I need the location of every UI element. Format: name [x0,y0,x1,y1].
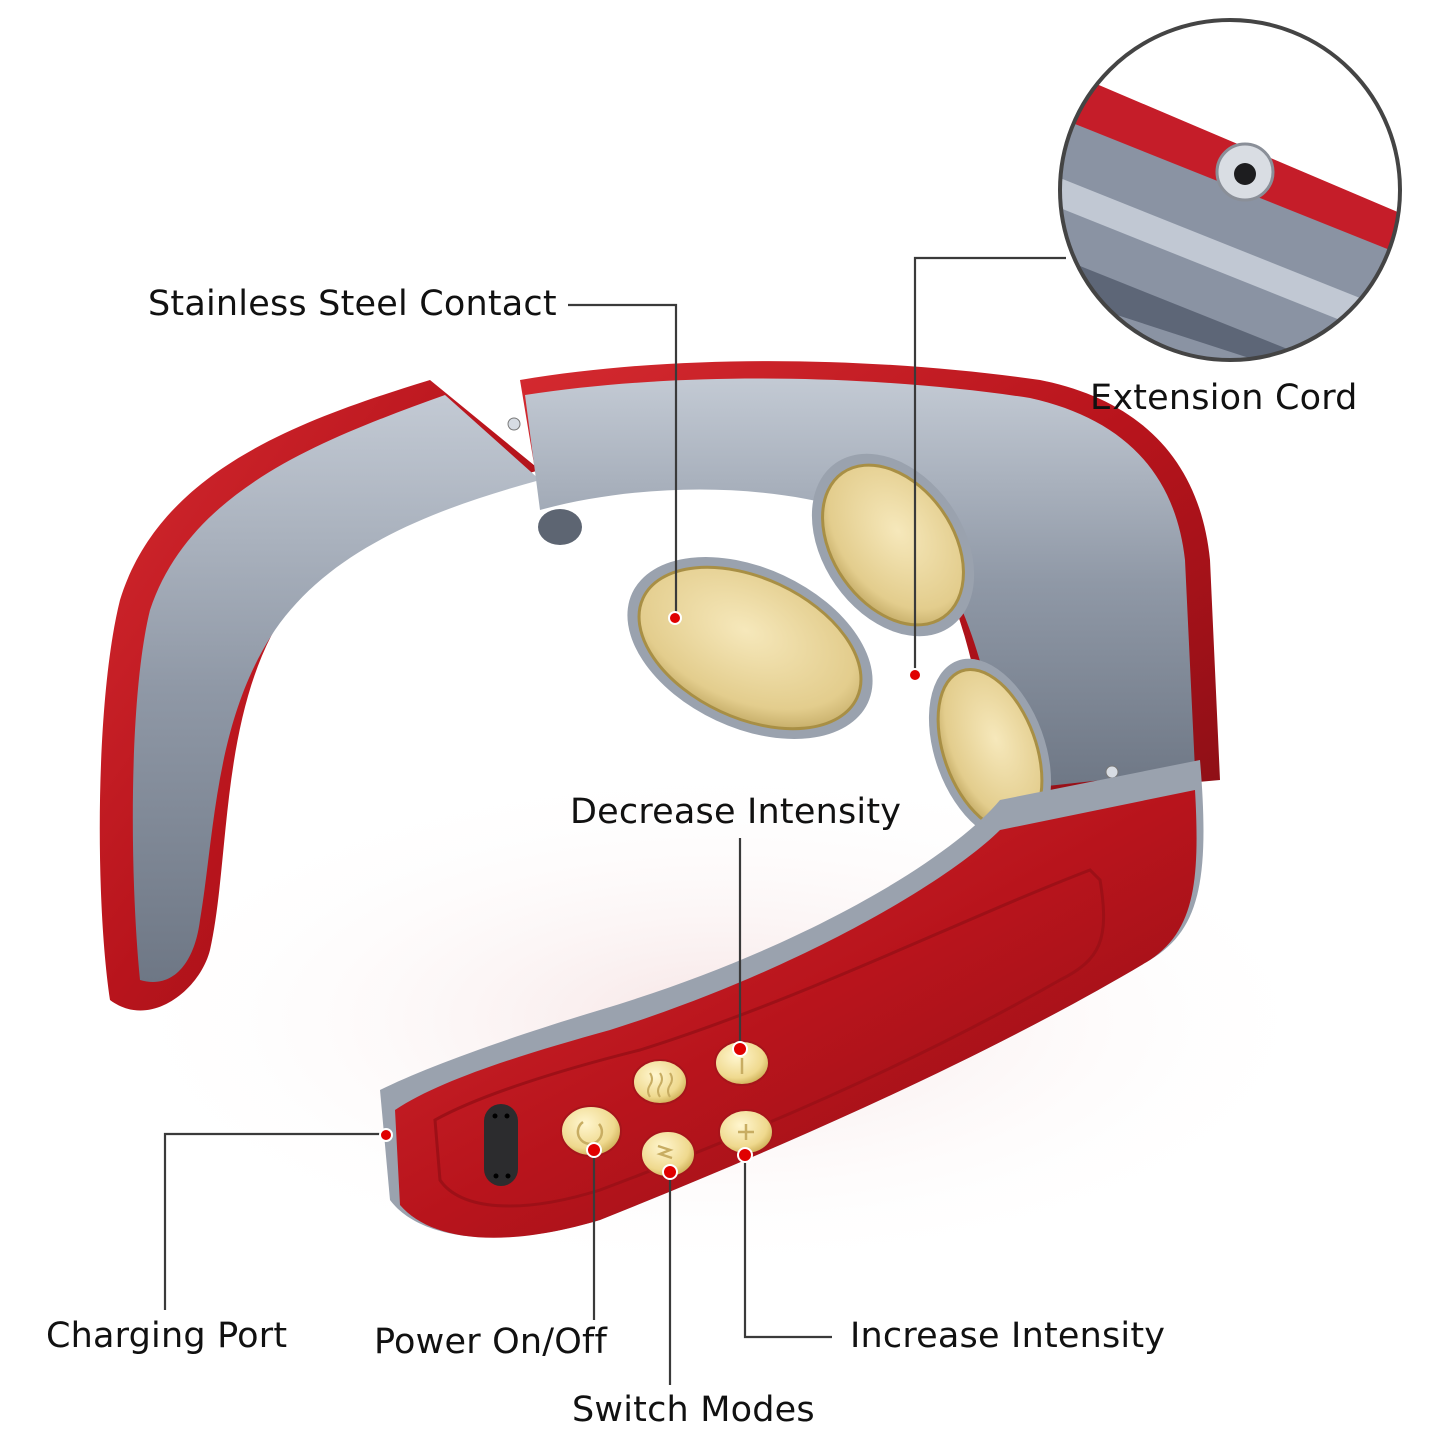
label-increase-intensity: Increase Intensity [850,1316,1166,1356]
hinge-left [507,417,521,431]
label-switch-modes: Switch Modes [572,1390,815,1430]
label-stainless-steel-contact: Stainless Steel Contact [148,284,557,324]
hinge-slot [538,509,582,545]
label-decrease-intensity: Decrease Intensity [570,792,902,832]
power-icon [576,1120,604,1145]
back-inner [525,378,1195,790]
power-button[interactable] [560,1105,622,1157]
label-power-on-off: Power On/Off [374,1322,608,1362]
heat-button[interactable] [632,1059,688,1105]
electrode-pads [627,453,1052,842]
heat-waves-icon [647,1072,673,1098]
plus-icon [738,1124,754,1140]
control-panel-inset [433,868,1106,1208]
left-arm-inner [132,395,540,982]
mode-m-icon [656,1144,674,1160]
label-charging-port: Charging Port [46,1316,288,1356]
callout-lines [163,256,1066,1385]
extension-cord-inset [1058,18,1402,362]
callout-dots [379,611,922,1180]
charging-port [484,1104,518,1186]
hinge-right [1105,765,1119,779]
label-extension-cord: Extension Cord [1090,378,1358,418]
minus-button[interactable] [714,1040,770,1086]
